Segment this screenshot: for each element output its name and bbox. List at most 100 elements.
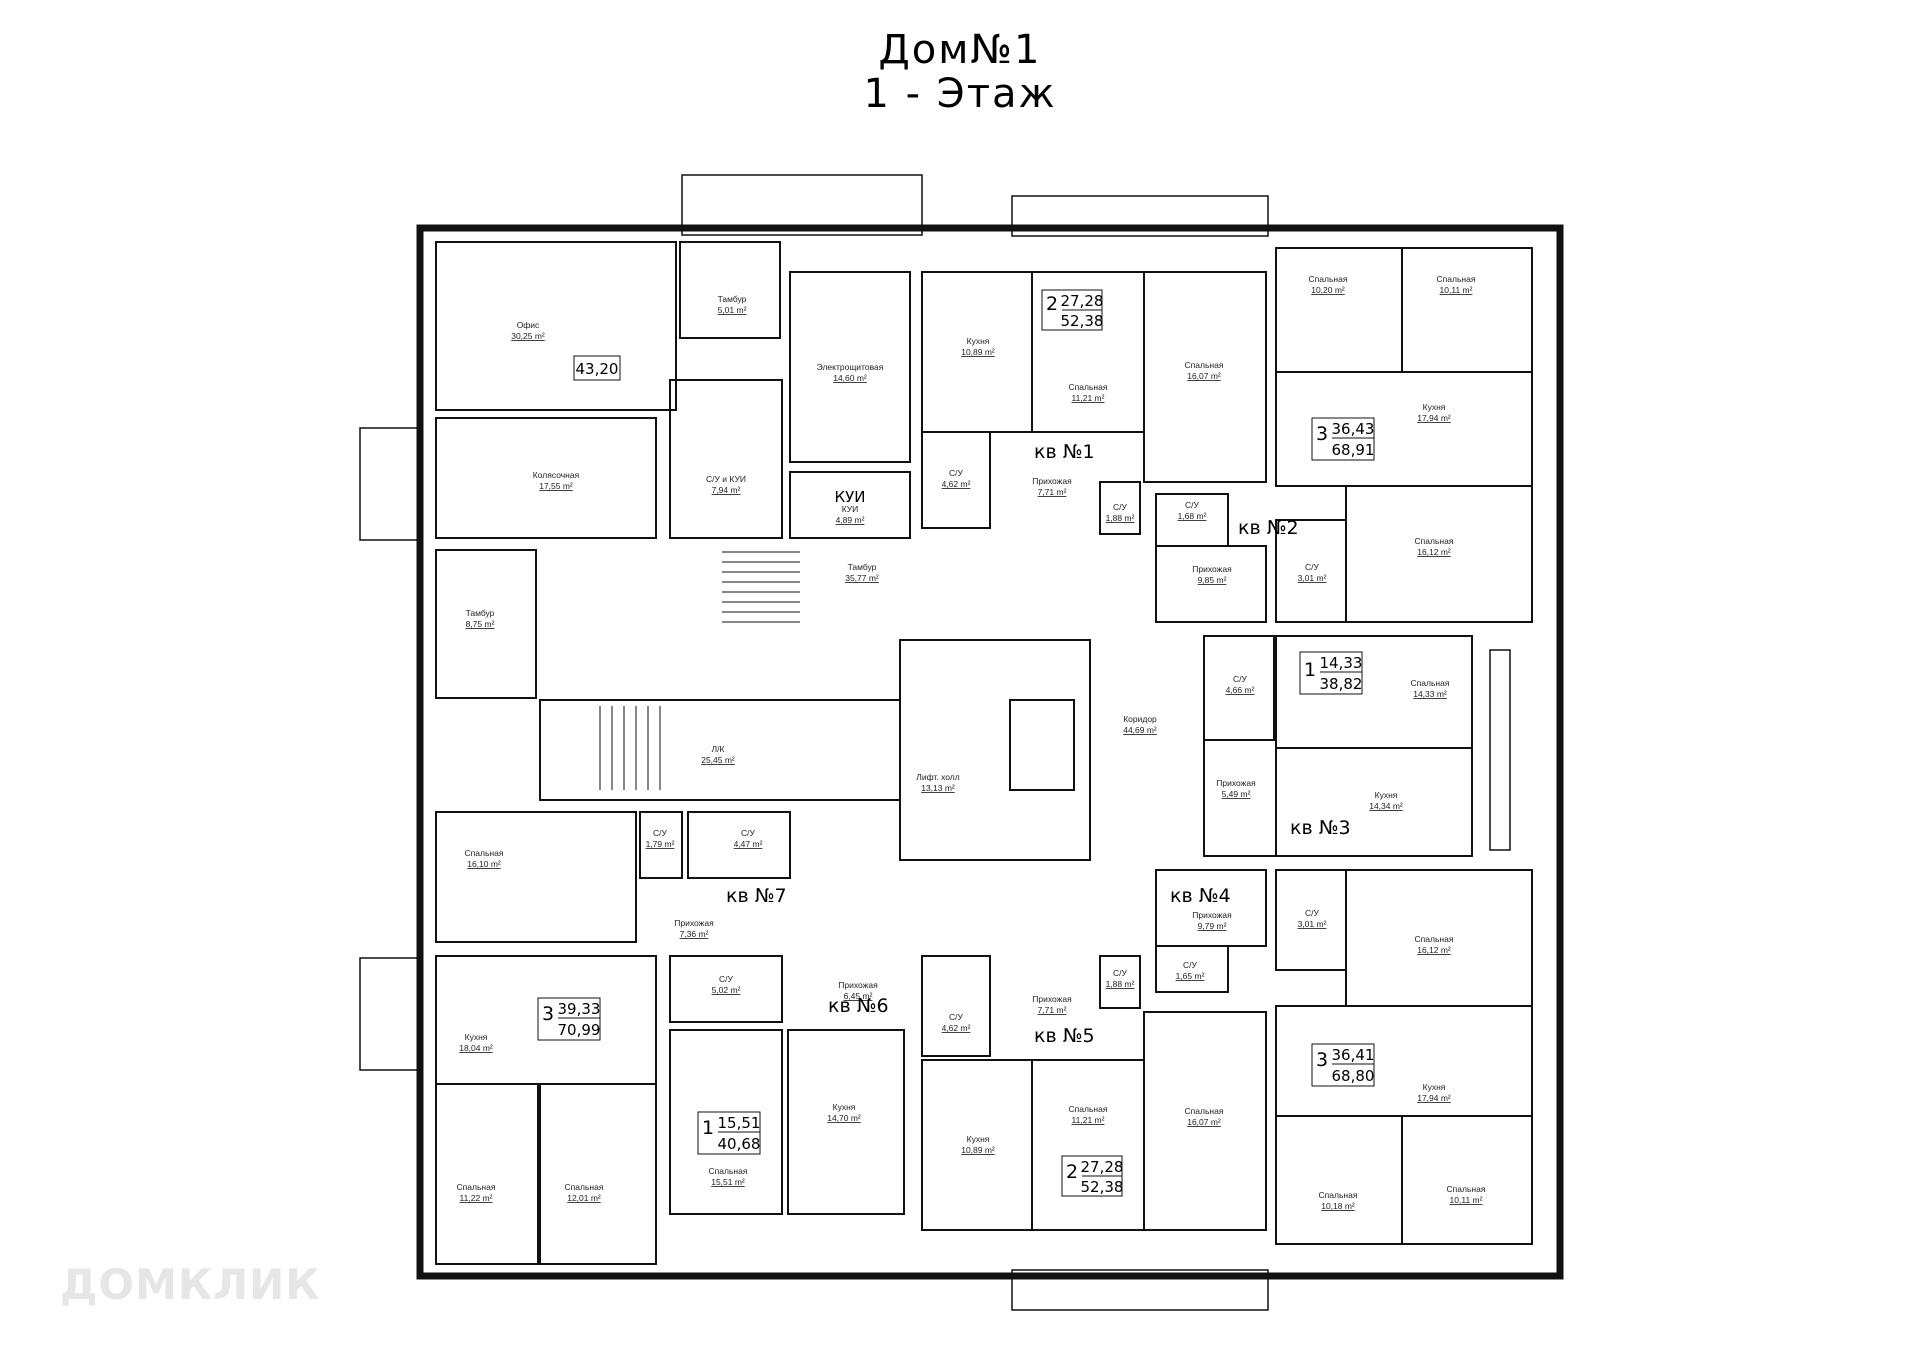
room-name: Лифт. холл (916, 772, 959, 782)
kui-label: КУИ (834, 488, 865, 506)
room-name: Прихожая (674, 918, 714, 928)
room-name: С/У и КУИ (706, 474, 746, 484)
apt-box-7: 3 39,33 70,99 (537, 997, 601, 1041)
room-area: 9,79 m² (1198, 921, 1227, 931)
room-area: 14,60 m² (833, 373, 867, 383)
apt5-bedroom-small (1031, 1059, 1145, 1231)
room-name: Прихожая (1216, 778, 1256, 788)
room-area: 7,36 m² (680, 929, 709, 939)
apt7-bedroom-3 (539, 1083, 657, 1265)
apt5-total: 52,38 (1081, 1178, 1124, 1196)
room-name: Тамбур (466, 608, 495, 618)
apt4-hall (1155, 869, 1267, 947)
room-area: 25,45 m² (701, 755, 735, 765)
room-area: 10,89 m² (961, 347, 995, 357)
room-name: С/У (1185, 500, 1200, 510)
room-area: 17,94 m² (1417, 413, 1451, 423)
room-area: 14,33 m² (1413, 689, 1447, 699)
apt7-rooms: 3 (542, 1003, 554, 1025)
room-name: Прихожая (1192, 910, 1232, 920)
apt6-rooms: 1 (702, 1117, 714, 1139)
room-name: КУИ (842, 504, 859, 514)
room-name: Спальная (565, 1182, 604, 1192)
room-name: Спальная (1069, 1104, 1108, 1114)
room-area: 14,34 m² (1369, 801, 1403, 811)
room-area: 7,71 m² (1038, 1005, 1067, 1015)
apt1-label: кв №1 (1034, 441, 1095, 463)
room-area: 1,88 m² (1106, 979, 1135, 989)
apt7-label: кв №7 (726, 885, 787, 907)
apt2-kitchen (1275, 371, 1533, 487)
elevator (1009, 699, 1075, 791)
room-area: 9,85 m² (1198, 575, 1227, 585)
room-name: Спальная (1415, 536, 1454, 546)
room-name: Спальная (1447, 1184, 1486, 1194)
office-total-box (573, 355, 621, 381)
room-name: Прихожая (1192, 564, 1232, 574)
room-electrical (789, 271, 911, 463)
room-area: 15,51 m² (711, 1177, 745, 1187)
room-stroller (435, 417, 657, 539)
apt6-living: 15,51 (718, 1114, 761, 1132)
room-lift-hall (899, 639, 1091, 861)
apt5-label: кв №5 (1034, 1025, 1095, 1047)
room-area: 1,65 m² (1176, 971, 1205, 981)
room-name: Прихожая (1032, 476, 1072, 486)
room-area: 1,68 m² (1178, 511, 1207, 521)
apt-box-1: 2 27,28 52,38 (1041, 289, 1104, 331)
room-name: Тамбур (718, 294, 747, 304)
room-area: 5,01 m² (718, 305, 747, 315)
room-area: 3,01 m² (1298, 919, 1327, 929)
room-area: 30,25 m² (511, 331, 545, 341)
room-name: Спальная (709, 1166, 748, 1176)
apt-box-2: 3 36,43 68,91 (1311, 417, 1375, 461)
room-name: Кухня (1423, 402, 1446, 412)
apt7-bedroom (435, 811, 637, 943)
room-area: 4,66 m² (1226, 685, 1255, 695)
room-name: Спальная (1309, 274, 1348, 284)
room-area: 10,11 m² (1440, 285, 1473, 295)
apt-box-4: 3 36,41 68,80 (1311, 1043, 1375, 1087)
room-name: Спальная (1185, 360, 1224, 370)
room-area: 16,10 m² (467, 859, 501, 869)
outer-wall (416, 224, 1564, 1280)
plan-title-house: Дом№1 (878, 27, 1042, 73)
room-name: Коридор (1123, 714, 1157, 724)
apt6-bedroom (669, 1029, 783, 1215)
room-name: Л/К (712, 744, 725, 754)
apt6-kitchen (787, 1029, 905, 1215)
apt2-bedroom-2 (1401, 247, 1533, 373)
room-name: Кухня (967, 1134, 990, 1144)
room-area: 7,71 m² (1038, 487, 1067, 497)
room-name: Спальная (1415, 934, 1454, 944)
room-tambour-top (679, 241, 781, 339)
room-area: 12,01 m² (567, 1193, 601, 1203)
apt7-total: 70,99 (558, 1021, 601, 1039)
room-area: 44,69 m² (1123, 725, 1157, 735)
room-name: Офис (517, 320, 540, 330)
apt2-rooms: 3 (1316, 423, 1328, 445)
stair-hatch (599, 551, 800, 790)
apt4-bedroom-3 (1401, 1115, 1533, 1245)
room-name: Спальная (1185, 1106, 1224, 1116)
apt3-label: кв №3 (1290, 817, 1351, 839)
room-area: 5,02 m² (712, 985, 741, 995)
room-area: 8,75 m² (466, 619, 495, 629)
room-name: Кухня (465, 1032, 488, 1042)
apt5-living: 27,28 (1081, 1158, 1124, 1176)
room-name: С/У (653, 828, 668, 838)
stairs-top (1011, 195, 1269, 237)
apt1-rooms: 2 (1046, 293, 1058, 315)
room-area: 1,88 m² (1106, 513, 1135, 523)
room-name: Прихожая (1032, 994, 1072, 1004)
room-kui (789, 471, 911, 539)
room-area: 3,01 m² (1298, 573, 1327, 583)
apt2-bedroom-1 (1275, 247, 1403, 373)
room-area: 13,13 m² (921, 783, 955, 793)
apt1-living: 27,28 (1061, 292, 1104, 310)
room-area: 5,49 m² (1222, 789, 1251, 799)
apt6-label: кв №6 (828, 995, 889, 1017)
apt4-living: 36,41 (1332, 1046, 1375, 1064)
office-total: 43,20 (576, 360, 619, 378)
room-wc-kui (669, 379, 783, 539)
